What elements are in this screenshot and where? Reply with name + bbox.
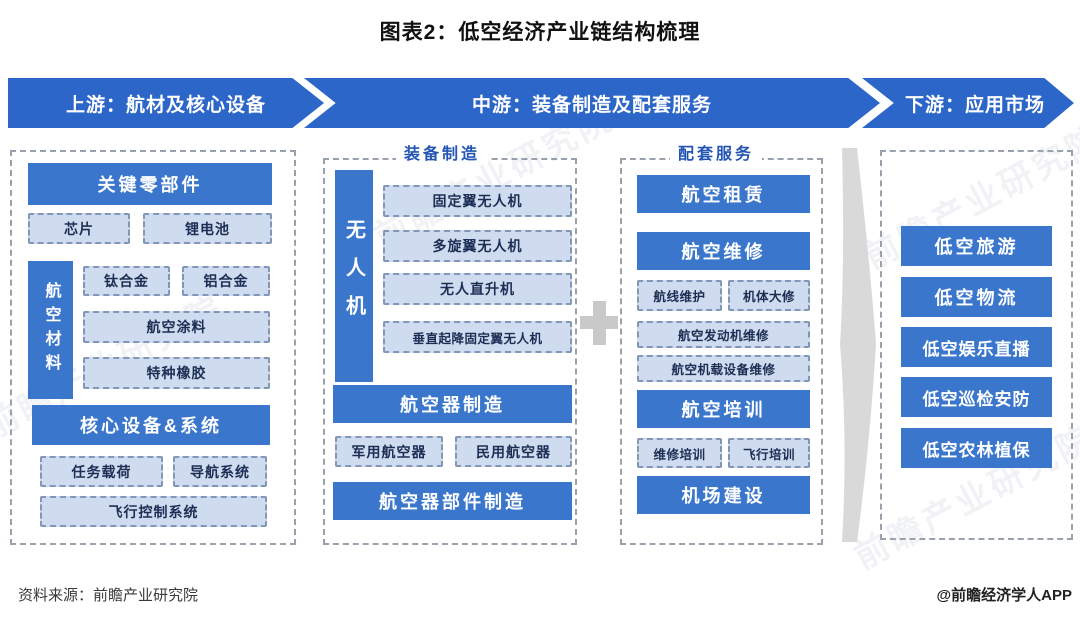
training-item: 飞行培训 (728, 438, 810, 468)
aircraft-type-item: 民用航空器 (455, 436, 572, 467)
maintenance-item: 航空发动机维修 (637, 321, 810, 348)
services-panel-title: 配套服务 (670, 140, 763, 164)
uav-type-item: 多旋翼无人机 (383, 230, 572, 262)
application-item: 低空物流 (901, 277, 1052, 317)
application-item: 低空巡检安防 (901, 377, 1052, 417)
page-title: 图表2：低空经济产业链结构梳理 (379, 21, 701, 44)
application-item: 低空旅游 (901, 226, 1052, 266)
training-item: 维修培训 (637, 438, 722, 468)
core-system-item: 飞行控制系统 (40, 496, 267, 527)
material-item: 航空涂料 (83, 311, 270, 343)
key-part-item: 芯片 (28, 213, 130, 244)
core-systems-header: 核心设备&系统 (32, 405, 270, 445)
divider-blade-shape (840, 148, 876, 542)
key-parts-header: 关键零部件 (28, 163, 272, 205)
application-item: 低空农林植保 (901, 428, 1052, 468)
core-system-item: 导航系统 (173, 456, 267, 487)
uav-type-item: 无人直升机 (383, 273, 572, 305)
uav-type-item: 固定翼无人机 (383, 185, 572, 217)
upstream-panel (10, 150, 296, 545)
material-item: 特种橡胶 (83, 357, 270, 389)
downstream-panel (880, 150, 1073, 540)
stage-arrow-downstream: 下游：应用市场 (862, 78, 1074, 128)
aviation-training-header: 航空培训 (637, 390, 810, 428)
material-item: 钛合金 (83, 266, 170, 296)
application-item: 低空娱乐直播 (901, 327, 1052, 367)
source-note: 资料来源：前瞻产业研究院 (18, 587, 199, 604)
stage-arrow-upstream: 上游：航材及核心设备 (8, 78, 324, 128)
plus-icon (593, 301, 606, 345)
materials-header: 航空材料 (28, 261, 73, 399)
aircraft-mfg-header: 航空器制造 (333, 385, 572, 423)
uav-group-label: 无人机 (335, 170, 373, 382)
aviation-maintenance-header: 航空维修 (637, 232, 810, 270)
aircraft-parts-mfg-header: 航空器部件制造 (333, 482, 572, 520)
material-item: 铝合金 (182, 266, 270, 296)
aircraft-type-item: 军用航空器 (335, 436, 443, 467)
uav-type-item: 垂直起降固定翼无人机 (383, 321, 572, 353)
maintenance-item: 航线维护 (637, 280, 722, 311)
credit-note: @前瞻经济学人APP (936, 587, 1072, 604)
aviation-leasing-header: 航空租赁 (637, 175, 810, 213)
stage-arrow-midstream: 中游：装备制造及配套服务 (304, 78, 880, 128)
manufacturing-panel-title: 装备制造 (396, 140, 489, 164)
maintenance-item: 航空机载设备维修 (637, 355, 810, 382)
core-system-item: 任务载荷 (40, 456, 163, 487)
airport-construction-header: 机场建设 (637, 476, 810, 514)
maintenance-item: 机体大修 (728, 280, 810, 311)
key-part-item: 锂电池 (143, 213, 272, 244)
